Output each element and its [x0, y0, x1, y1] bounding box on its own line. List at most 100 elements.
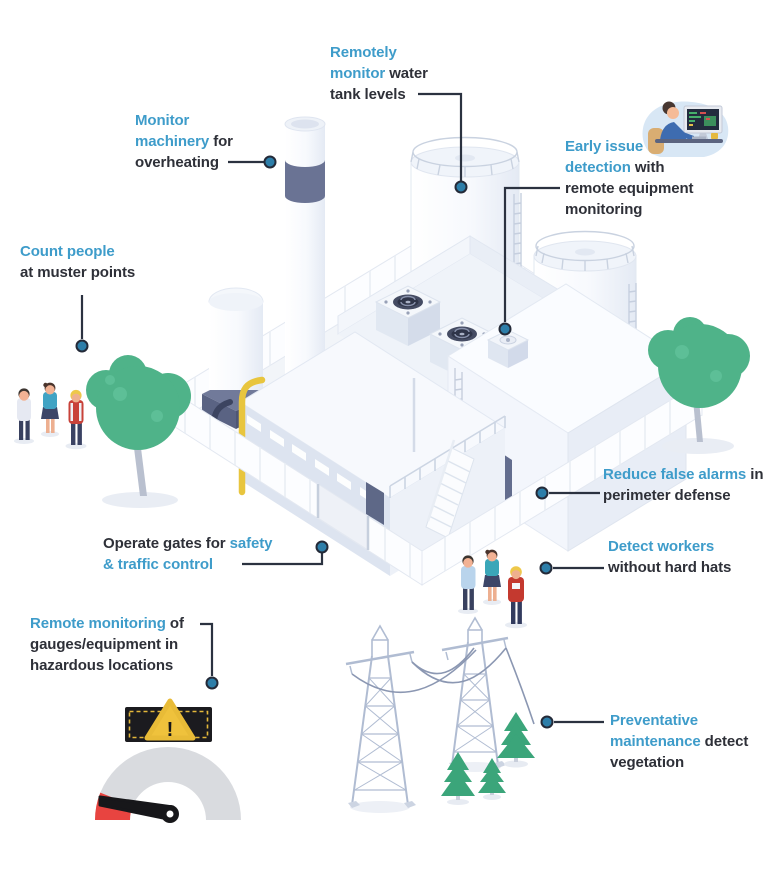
callout-text: with [630, 159, 665, 176]
screen-content [689, 112, 716, 126]
person-safety-vest [68, 389, 84, 445]
callout-text: Operate gates for [103, 535, 226, 552]
person-worker [41, 382, 59, 433]
pine-trees [441, 712, 535, 805]
remote-operator-at-computer [642, 101, 729, 157]
callout-text: Reduce false alarms [603, 466, 747, 483]
callout-text: & traffic control [103, 556, 213, 573]
connector-gates-line [242, 553, 324, 566]
callout-machinery: Monitor machinery for overheating [135, 110, 233, 173]
callout-line: Monitor [135, 110, 233, 131]
pine-tree [478, 758, 506, 795]
callout-gauges: Remote monitoring of gauges/equipment in… [30, 613, 184, 676]
callout-line: detection with [565, 157, 693, 178]
connector-gauges-dot [205, 676, 219, 690]
callout-line: Remote monitoring of [30, 613, 184, 634]
callout-text: Detect workers [608, 538, 715, 555]
connector-early-issue-dot [498, 322, 512, 336]
callout-line: vegetation [610, 752, 748, 773]
callout-text: maintenance [610, 733, 701, 750]
callout-line: Count people [20, 241, 135, 262]
callout-text: tank levels [330, 86, 406, 103]
callout-line: Reduce false alarms in [603, 464, 763, 485]
building-small-door [366, 482, 384, 525]
callout-text: gauges/equipment in [30, 636, 179, 653]
connector-vegetation-dot [540, 715, 554, 729]
pine-tree [497, 712, 535, 762]
connector-machinery-dot [263, 155, 277, 169]
transmission-tower [345, 624, 416, 808]
tree-right [648, 317, 750, 454]
keyboard [692, 136, 706, 140]
callout-line: Preventative [610, 710, 748, 731]
pine-tree [441, 752, 475, 800]
callout-line: hazardous locations [30, 655, 184, 676]
callout-text: for [209, 133, 233, 150]
callout-vegetation: Preventative maintenance detect vegetati… [610, 710, 748, 773]
callout-text: monitor [330, 65, 386, 82]
rooftop-vent-unit [486, 329, 530, 368]
callout-water-tank: Remotely monitor water tank levels [330, 42, 428, 105]
callout-line: perimeter defense [603, 485, 763, 506]
callout-text: Monitor [135, 112, 190, 129]
person-safety-vest [508, 566, 524, 624]
connector-perimeter-dot [535, 486, 549, 500]
callout-text: monitoring [565, 201, 643, 218]
cup [711, 133, 718, 139]
callout-text: hazardous locations [30, 657, 174, 674]
callout-text: detect [700, 733, 749, 750]
yellow-pipe [238, 376, 266, 496]
callout-text: vegetation [610, 754, 685, 771]
callout-line: & traffic control [103, 554, 272, 575]
connector-gauges-line [200, 622, 214, 676]
callout-text: without hard hats [608, 559, 732, 576]
callout-line: Detect workers [608, 536, 731, 557]
callout-text: Remote monitoring [30, 615, 166, 632]
callout-line: Operate gates for safety [103, 533, 272, 554]
connectors [75, 92, 604, 729]
callout-line: machinery for [135, 131, 233, 152]
callout-text: Count people [20, 243, 115, 260]
connector-hard-hats-dot [539, 561, 553, 575]
connector-early-issue-line [503, 186, 560, 322]
callout-text: Preventative [610, 712, 699, 729]
tree-left [86, 355, 191, 508]
roof-fan-unit [374, 285, 442, 346]
callout-text: remote equipment [565, 180, 694, 197]
pressure-gauge: ! [94, 698, 241, 823]
callout-line: gauges/equipment in [30, 634, 184, 655]
warning-triangle-icon [144, 698, 196, 741]
callout-early-issue: Early issue detection with remote equipm… [565, 136, 694, 220]
connector-muster-dot [75, 339, 89, 353]
connector-water-tank-dot [454, 180, 468, 194]
callout-text: safety [225, 535, 273, 552]
callout-hard-hats: Detect workers without hard hats [608, 536, 731, 578]
site-workers [458, 549, 527, 629]
callout-line: at muster points [20, 262, 135, 283]
callout-line: maintenance detect [610, 731, 748, 752]
callout-text: Early issue [565, 138, 644, 155]
callout-text: machinery [135, 133, 210, 150]
callout-line: overheating [135, 152, 233, 173]
callout-line: monitor water [330, 63, 428, 84]
callout-text: detection [565, 159, 631, 176]
callout-line: remote equipment [565, 178, 694, 199]
callout-muster: Count people at muster points [20, 241, 135, 283]
warning-exclamation: ! [167, 719, 174, 741]
callout-text: perimeter defense [603, 487, 731, 504]
callout-line: tank levels [330, 84, 428, 105]
callout-text: overheating [135, 154, 219, 171]
connector-water-tank-line [418, 92, 463, 181]
person-worker [483, 549, 501, 601]
callout-line: monitoring [565, 199, 693, 220]
callout-line: without hard hats [608, 557, 731, 578]
callout-text: water [385, 65, 428, 82]
callout-text: in [746, 466, 764, 483]
transmission-tower [441, 616, 509, 768]
tank-railing [535, 230, 635, 262]
callout-perimeter: Reduce false alarms in perimeter defense [603, 464, 763, 506]
power-lines [351, 647, 535, 725]
callout-line: Remotely [330, 42, 428, 63]
desk [655, 139, 723, 143]
